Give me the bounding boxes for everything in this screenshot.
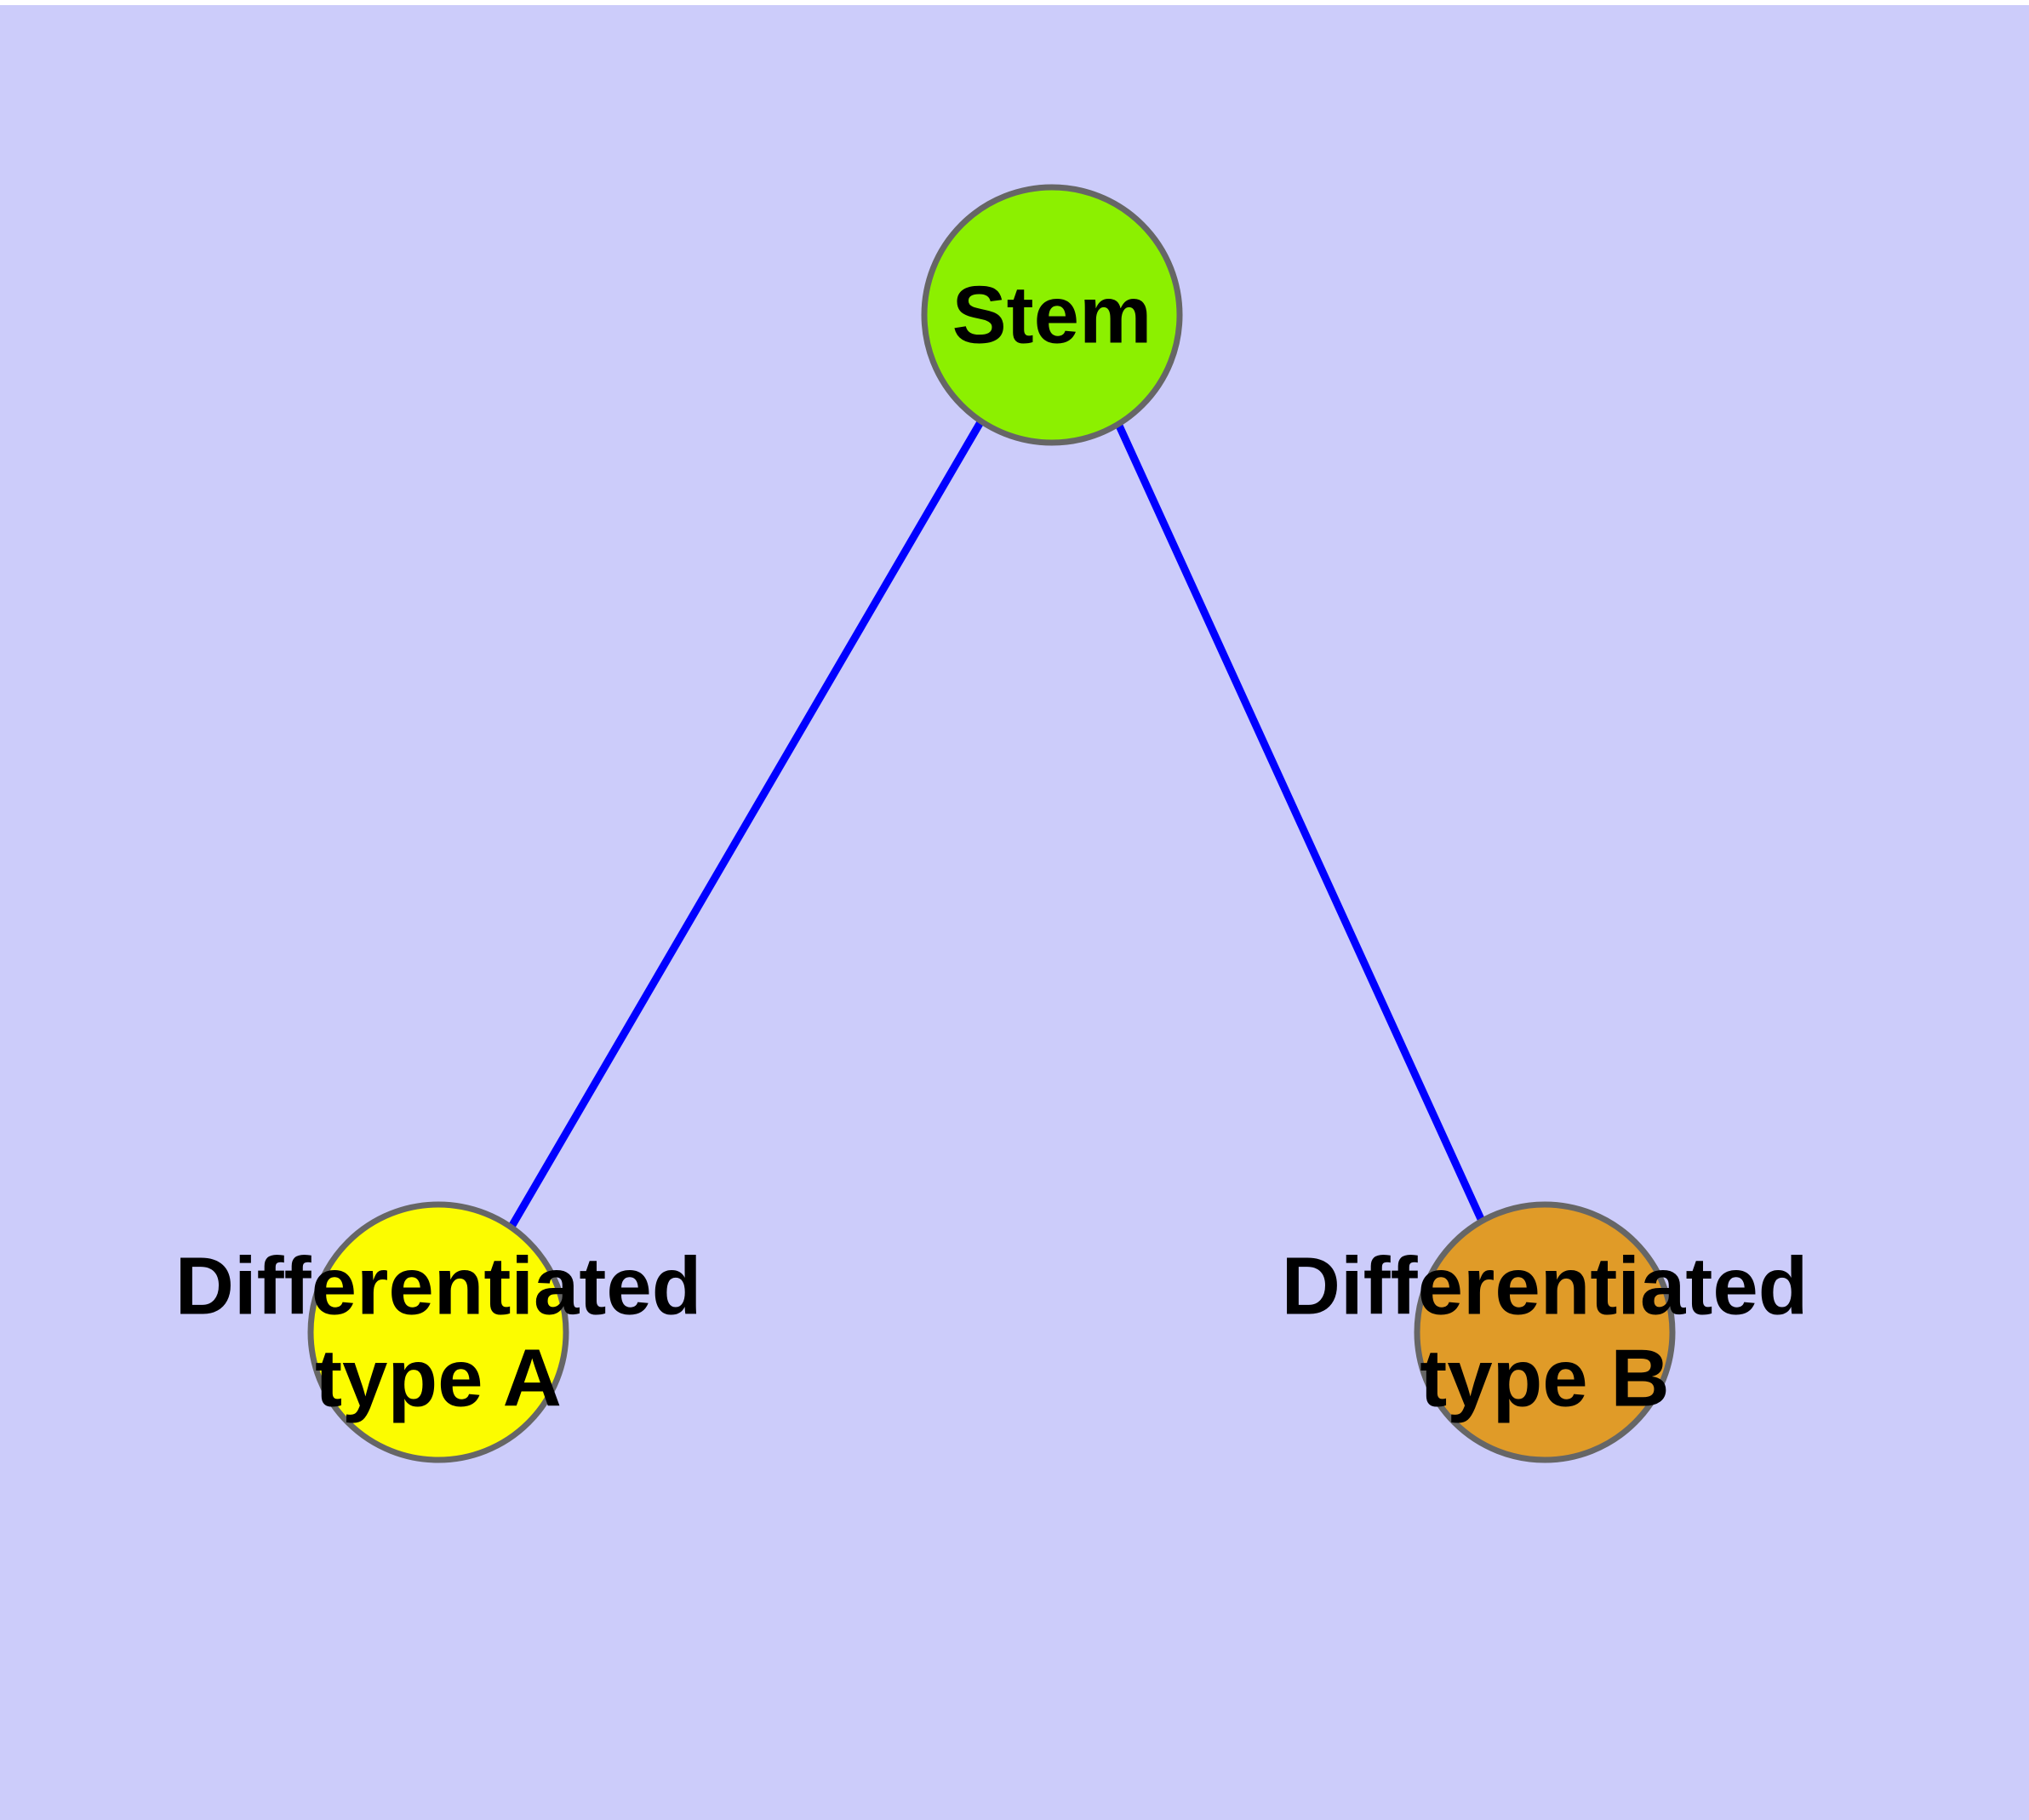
edges-layer (508, 420, 1485, 1229)
node-differentiated-b-circle[interactable] (1414, 1201, 1676, 1463)
edge-stem-to-differentiated-a[interactable] (508, 420, 984, 1229)
nodes-layer (307, 184, 1676, 1463)
node-stem[interactable] (921, 184, 1183, 446)
node-differentiated-a[interactable] (307, 1201, 569, 1463)
node-stem-label: Stem (952, 270, 1152, 361)
node-differentiated-b-label-line-2: type B (1420, 1333, 1669, 1424)
node-differentiated-a-circle[interactable] (307, 1201, 569, 1463)
edge-stem-to-differentiated-b[interactable] (1115, 424, 1485, 1221)
node-differentiated-a-label-line-1: Differentiated (175, 1241, 702, 1332)
node-differentiated-b[interactable] (1414, 1201, 1676, 1463)
node-stem-circle[interactable] (921, 184, 1183, 446)
node-differentiated-b-label-line-1: Differentiated (1282, 1241, 1809, 1332)
node-stem-label-line-1: Stem (952, 270, 1152, 361)
node-differentiated-a-label-line-2: type A (315, 1333, 562, 1424)
